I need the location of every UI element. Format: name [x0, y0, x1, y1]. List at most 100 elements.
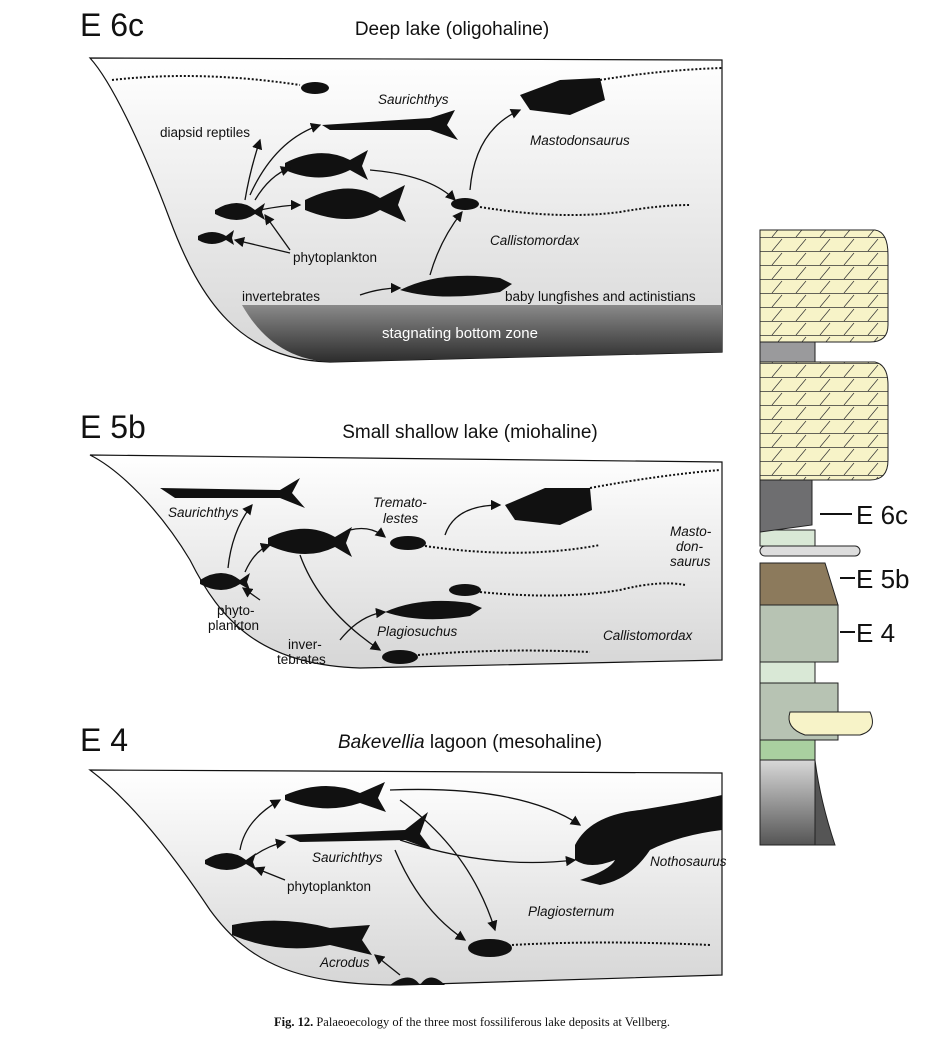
- label-phytoplankton: phytoplankton: [293, 250, 377, 265]
- label-phytoplankton: phytoplankton: [287, 879, 371, 894]
- food-web-arrow: [259, 199, 302, 211]
- callistomordax-skeleton-icon: [479, 582, 686, 597]
- column-bed-green: [759, 739, 816, 761]
- column-lens: [788, 711, 873, 736]
- food-web-arrow: [253, 866, 286, 881]
- fish-icon: [285, 150, 368, 180]
- food-web-arrow: [299, 554, 382, 651]
- column-limestone-upper: [759, 229, 889, 343]
- food-web-arrow: [469, 108, 522, 191]
- panel-e5b: E 5b Small shallow lake (miohaline) Saur…: [80, 409, 723, 669]
- stagnating-bottom-zone: [242, 305, 722, 362]
- food-web-arrow: [339, 607, 387, 641]
- mastodonsaurus-skeleton-icon: [599, 67, 723, 81]
- plagiosuchus-skeleton-icon: [417, 649, 591, 656]
- trematolestes-skeleton-icon: [424, 544, 601, 554]
- food-web-arrow: [369, 169, 456, 201]
- label-saurichthys: Saurichthys: [168, 505, 239, 520]
- label-phytoplankton-2: plankton: [208, 618, 259, 633]
- food-web-arrow: [444, 499, 502, 536]
- label-trematolestes-2: lestes: [383, 511, 419, 526]
- food-web-arrow: [264, 213, 291, 251]
- food-web-arrow: [233, 237, 291, 254]
- small-fish-icon: [205, 853, 256, 870]
- label-plagiosternum: Plagiosternum: [528, 904, 614, 919]
- food-web-arrow: [244, 542, 272, 573]
- food-web-arrow: [399, 839, 577, 867]
- label-saurichthys: Saurichthys: [378, 92, 449, 107]
- mastodonsaurus-icon: [520, 78, 605, 115]
- label-diapsid-reptiles: diapsid reptiles: [160, 125, 250, 140]
- plagiosternum-skeleton-icon: [511, 941, 711, 946]
- figure-caption: Fig. 12. Palaeoecology of the three most…: [274, 1015, 670, 1029]
- column-bed-e6c: [759, 479, 813, 533]
- plagiosternum-skull-icon: [468, 939, 512, 957]
- food-web-arrow: [429, 210, 463, 276]
- fish-icon: [305, 185, 406, 222]
- label-plagiosuchus: Plagiosuchus: [377, 624, 458, 639]
- panel-e4: E 4 Bakevellia lagoon (mesohaline) Sauri…: [80, 722, 727, 986]
- label-invertebrates: invertebrates: [242, 289, 320, 304]
- food-web-arrow: [399, 799, 498, 932]
- panel-title: Small shallow lake (miohaline): [342, 422, 598, 443]
- label-acrodus: Acrodus: [319, 955, 370, 970]
- panel-label: E 5b: [80, 409, 146, 445]
- caption-text: Palaeoecology of the three most fossilif…: [313, 1015, 670, 1029]
- mastodonsaurus-icon: [505, 488, 592, 525]
- label-baby-lungfishes: baby lungfishes and actinistians: [505, 289, 696, 304]
- lungfish-icon: [385, 600, 482, 620]
- diapsid-skull-icon: [301, 82, 329, 94]
- small-fish-icon: [215, 203, 265, 220]
- column-label-e6c: E 6c: [856, 500, 908, 530]
- column-bone-bed: [759, 545, 861, 557]
- label-mastodonsaurus-1: Masto-: [670, 524, 712, 539]
- fish-icon: [285, 782, 386, 812]
- callistomordax-skeleton-icon: [479, 204, 691, 217]
- column-label-e4: E 4: [856, 618, 895, 648]
- food-web-arrow: [244, 138, 263, 201]
- food-web-arrow: [254, 166, 292, 201]
- mastodonsaurus-skeleton-icon: [589, 469, 721, 489]
- nothosaurus-icon: [575, 795, 722, 885]
- diapsid-reptile-icon: [111, 75, 301, 86]
- panel-title: Bakevellia lagoon (mesohaline): [338, 732, 602, 753]
- lake-basin: [88, 57, 723, 363]
- label-mastodonsaurus-2: don-: [676, 539, 704, 554]
- title-rest: lagoon (mesohaline): [425, 732, 602, 753]
- label-trematolestes-1: Tremato-: [373, 495, 427, 510]
- column-bed-basal: [759, 759, 816, 846]
- label-mastodonsaurus: Mastodonsaurus: [530, 133, 630, 148]
- food-web-arrow: [249, 122, 322, 196]
- food-web-arrow: [394, 849, 467, 941]
- bottom-zone-label: stagnating bottom zone: [382, 325, 538, 342]
- saurichthys-icon: [160, 478, 305, 508]
- column-limestone-lower: [759, 361, 889, 481]
- label-phytoplankton-1: phyto-: [217, 603, 255, 618]
- column-bed-e4: [759, 604, 839, 663]
- trematolestes-skull-icon: [390, 536, 426, 550]
- lungfish-icon: [400, 275, 512, 297]
- column-bed-basal-edge: [814, 759, 836, 846]
- saurichthys-icon: [285, 812, 432, 850]
- label-nothosaurus: Nothosaurus: [650, 854, 727, 869]
- callistomordax-skull-icon: [449, 584, 481, 596]
- column-bed-pale-upper: [759, 529, 816, 547]
- food-web-arrow: [239, 799, 282, 851]
- acrodus-icon: [232, 920, 372, 955]
- label-saurichthys: Saurichthys: [312, 850, 383, 865]
- food-web-arrow: [373, 954, 401, 976]
- saurichthys-icon: [322, 110, 458, 140]
- label-invertebrates-1: inver-: [288, 637, 322, 652]
- panel-e6c: E 6c Deep lake (oligohaline) stagnating …: [80, 7, 723, 363]
- label-invertebrates-2: tebrates: [277, 652, 326, 667]
- invertebrate-icon: [390, 977, 445, 985]
- plagiosuchus-skull-icon: [382, 650, 418, 664]
- panel-title: Deep lake (oligohaline): [355, 19, 549, 40]
- title-italic: Bakevellia: [338, 732, 425, 753]
- food-web-arrow: [227, 503, 253, 569]
- lake-basin: [88, 769, 723, 986]
- column-bed-e5b: [759, 562, 839, 606]
- stratigraphic-column: [759, 229, 889, 846]
- column-bed-pale: [759, 661, 816, 684]
- food-web-arrow: [389, 788, 582, 826]
